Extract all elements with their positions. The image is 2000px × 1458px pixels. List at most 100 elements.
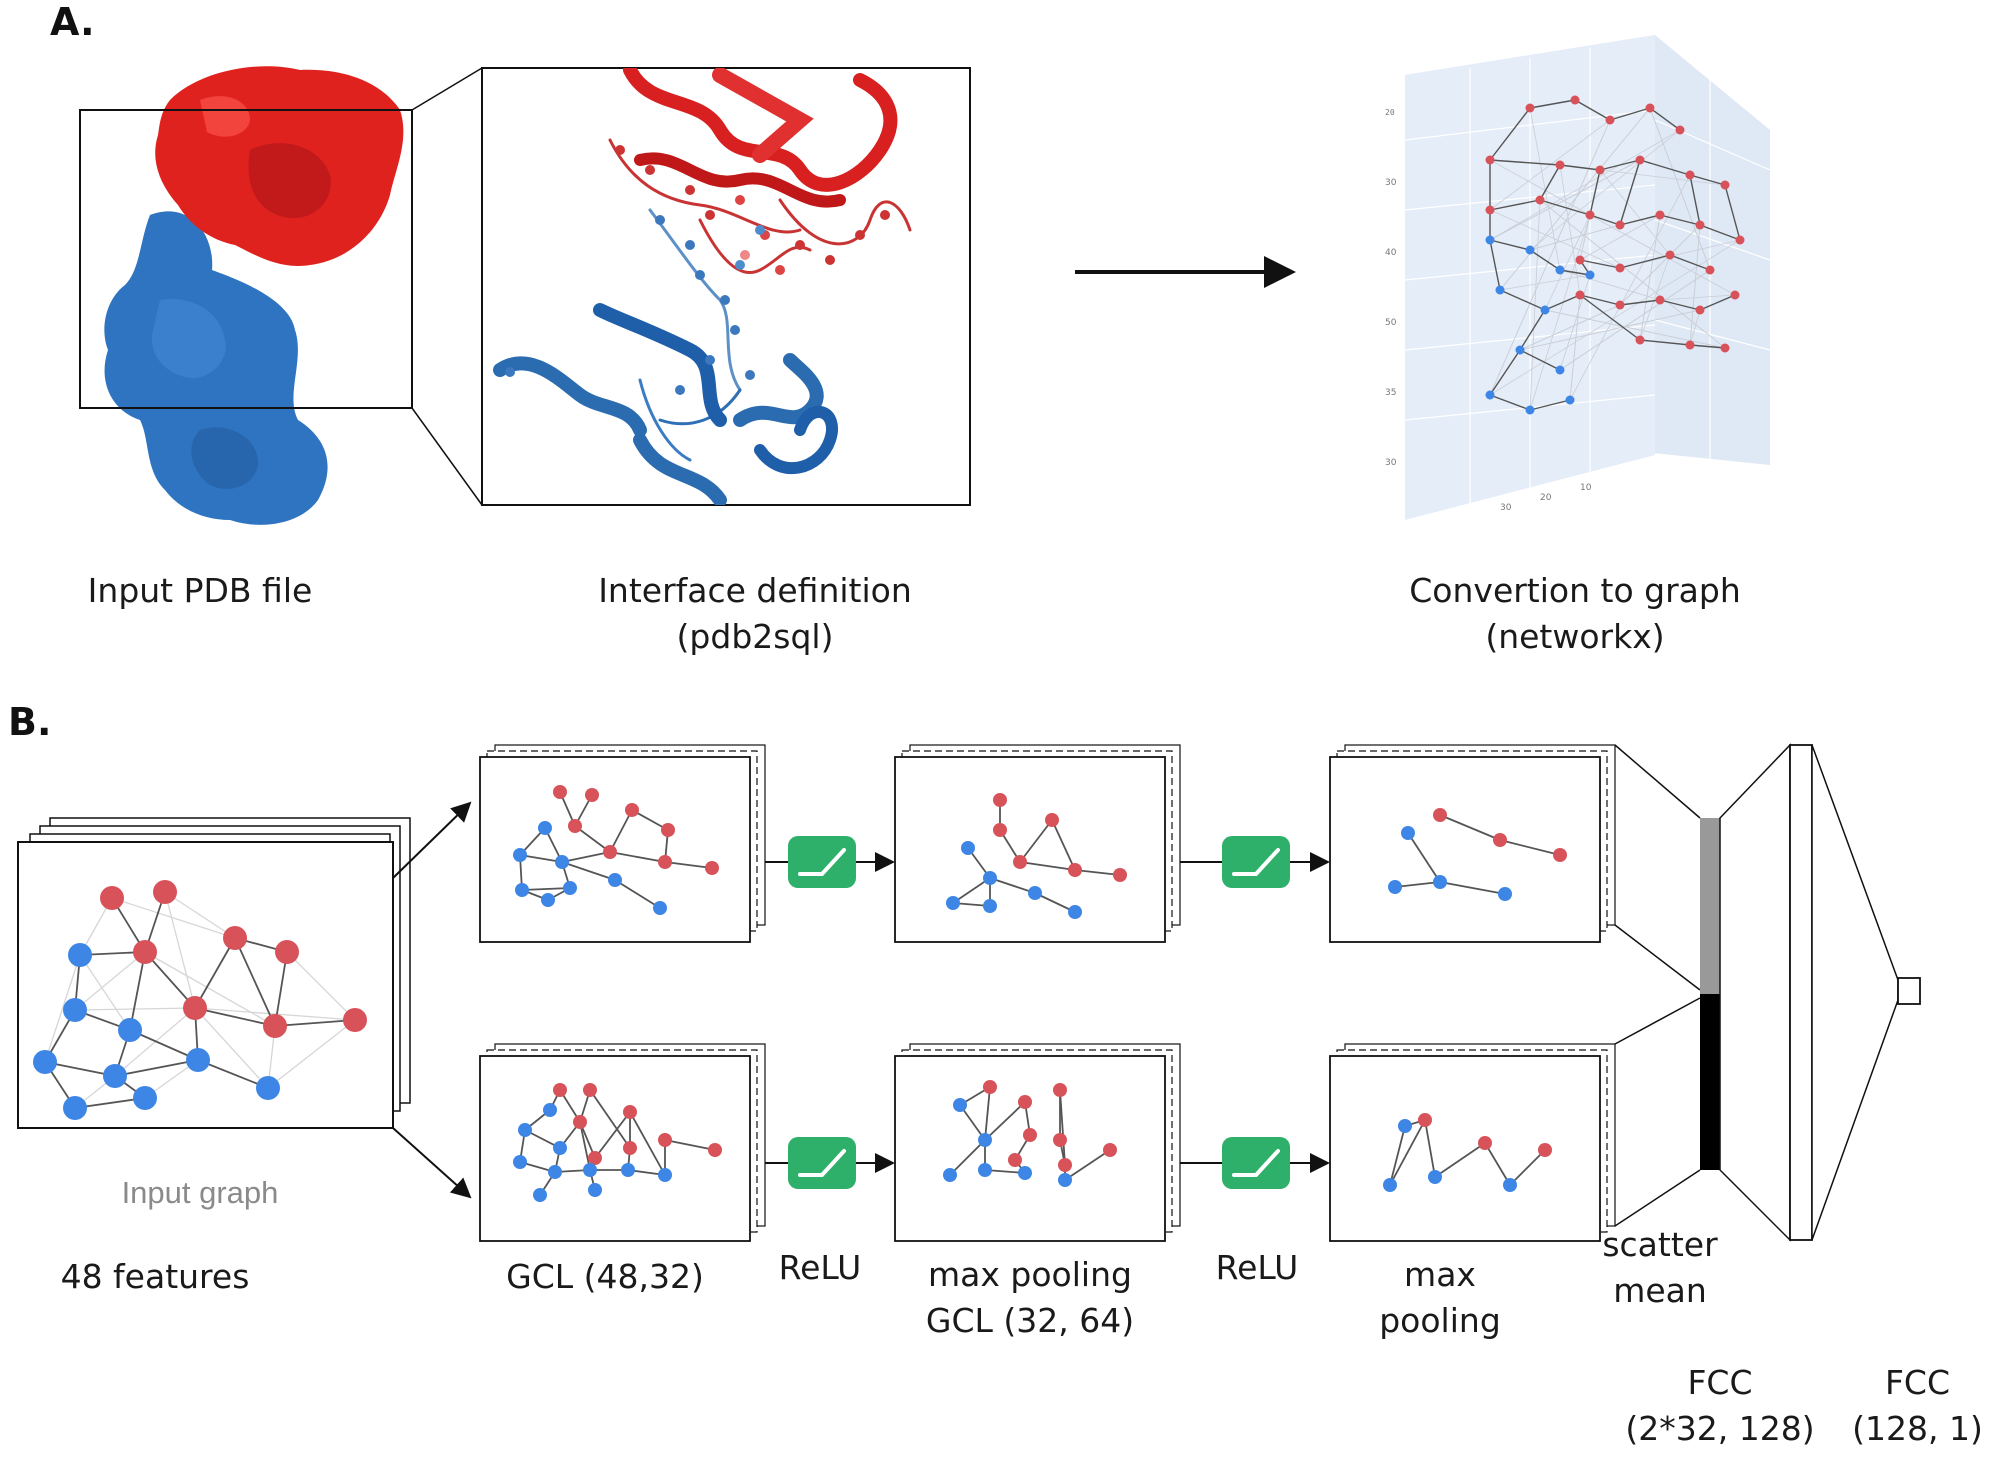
graph-node-red [585,788,599,802]
graph-node-blue [1058,1173,1072,1187]
plot-edge [1649,107,1681,131]
graph-node-red [263,1014,287,1038]
graph-edge [519,854,563,863]
interface-ribbon-image [481,67,971,506]
graph-edge [1407,832,1441,883]
plot-node-red [1705,265,1715,275]
plot-node-red [1535,195,1545,205]
fcc-layers [1719,743,1921,1242]
graph-node-blue [588,1183,602,1197]
gcl-1-label: GCL (48,32) [506,1257,704,1296]
arrow-to-bottom-branch [392,1127,472,1199]
plot-edge [1489,199,1541,211]
plot-edge [1659,299,1701,311]
relu-top-1 [765,836,895,888]
plot-node-red [1695,220,1705,230]
graph-node-red [573,1115,587,1129]
graph-edge [952,877,991,904]
plot-node-red [1655,210,1665,220]
graph-faint-edge [164,891,196,1009]
graph-edge [609,851,666,863]
graph-edge [1074,869,1121,876]
graph-edge [1034,892,1076,913]
graph-edge [574,825,611,853]
graph-edge [1064,1149,1111,1181]
plot-node-blue [1585,270,1595,280]
graph-edge [1434,1142,1486,1178]
scatter-mean-connectors [1614,744,1701,1227]
graph-node-blue [1388,880,1402,894]
graph-node-blue [1498,887,1512,901]
plot-edge [1579,259,1621,269]
graph-edge [629,1111,666,1176]
graph-node-blue [658,1168,672,1182]
relu-2-label: ReLU [1215,1248,1299,1287]
graph-node-red [553,785,567,799]
plot-edge [1559,269,1591,276]
graph-node-blue [983,871,997,885]
graph-node-red [1068,863,1082,877]
graph-node-blue [961,841,975,855]
plot-node-blue [1565,395,1575,405]
graph-node-red [223,926,247,950]
plot-node-red [1735,235,1745,245]
plot-node-red [1685,340,1695,350]
plot-node-blue [1525,405,1535,415]
graph-node-red [1433,808,1447,822]
plot-node-blue [1495,285,1505,295]
plot-edge [1699,294,1736,311]
graph-node-blue [63,1096,87,1120]
plot-node-red [1695,305,1705,315]
graph-node-red [1023,1128,1037,1142]
graph-node-blue [1398,1119,1412,1133]
plot-edge [1519,309,1546,351]
svg-text:50: 50 [1385,318,1397,328]
graph-faint-edge [194,1007,269,1089]
graph-node-red [658,855,672,869]
graph-node-red [1053,1083,1067,1097]
plot-node-red [1525,103,1535,113]
graph-edge [1019,819,1053,863]
graph-node-red [993,823,1007,837]
plot-edge [1529,249,1561,271]
graph-node-blue [946,896,960,910]
svg-text:35: 35 [1385,388,1396,398]
plot-faint-edge [1489,159,1641,241]
graph-edge [984,1101,1026,1141]
graph-node-blue [543,1103,557,1117]
graph-edge [589,1089,631,1149]
plot-node-red [1720,180,1730,190]
svg-text:20: 20 [1540,493,1552,503]
graph-node-red [983,1080,997,1094]
graph-node-red [1018,1095,1032,1109]
graph-edge [274,951,288,1027]
plot-node-red [1485,155,1495,165]
plot-faint-edge [1649,107,1711,271]
graph-node-blue [621,1163,635,1177]
bottom-pool-panel [894,1043,1181,1242]
zoom-box [79,109,413,409]
graph-node-blue [953,1098,967,1112]
graph-edge [274,1019,356,1027]
graph-node-red [1538,1143,1552,1157]
graph-node-blue [515,883,529,897]
graph-edge [959,1104,986,1141]
plot-faint-edge [1659,294,1736,301]
graph-node-blue [533,1188,547,1202]
svg-text:10: 10 [1580,483,1592,493]
graph-node-blue [256,1076,280,1100]
plot-edge [1489,349,1521,396]
graph-faint-edge [44,954,81,1063]
plot-edge [1689,174,1701,226]
plot-faint-edge [1544,309,1726,349]
plot-node-red [1575,290,1585,300]
graph-edge [984,1086,991,1141]
relu-1-label: ReLU [778,1248,862,1287]
graph-edge [1509,1149,1546,1186]
plot-node-blue [1540,305,1550,315]
graph-node-red [623,1105,637,1119]
graph-node-red [603,845,617,859]
graph-edge [1484,1142,1511,1186]
graph-faint-edge [164,891,236,939]
graph-node-red [1053,1133,1067,1147]
